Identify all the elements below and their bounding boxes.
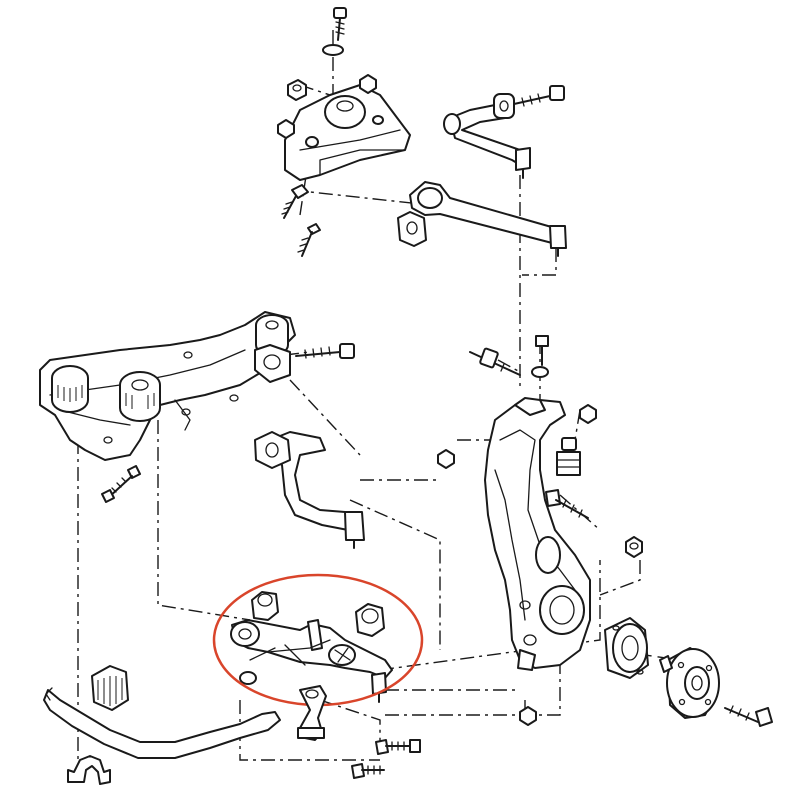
washer <box>531 366 549 378</box>
ball-stud <box>344 511 365 541</box>
guide-line <box>522 248 557 276</box>
guide-line <box>385 650 561 716</box>
ball-joint-dome <box>324 95 366 129</box>
guide-line <box>239 700 380 761</box>
bushing <box>254 431 291 469</box>
subframe <box>39 311 296 461</box>
wheel-hub <box>659 647 720 719</box>
bolt-hole <box>372 115 384 125</box>
hex-nut <box>287 79 307 101</box>
wheel-bearing <box>604 617 649 679</box>
hex-nut <box>277 119 295 139</box>
top-bolt <box>333 7 347 41</box>
upper-control-arm-front <box>443 85 565 179</box>
bushing <box>251 591 279 621</box>
ball-stud <box>549 225 567 249</box>
guide-line <box>559 494 601 531</box>
bolt <box>469 347 521 376</box>
ball-stud <box>515 147 531 171</box>
arm-bushing-eye <box>230 621 260 647</box>
pinch-bolt <box>556 437 581 476</box>
hub-bore <box>539 585 585 635</box>
bolt <box>281 184 309 219</box>
lower-control-arm <box>230 591 393 703</box>
guide-line <box>349 499 441 650</box>
guide-line <box>379 560 601 671</box>
stabilizer-bushing <box>91 665 129 711</box>
assembly-guide-lines <box>77 30 681 761</box>
guide-line <box>497 359 521 373</box>
upper-control-arm-rear <box>397 181 567 257</box>
trailing-arm <box>254 431 365 549</box>
bolt <box>351 763 385 779</box>
guide-line <box>291 189 431 206</box>
hex-nut <box>437 449 455 469</box>
bolt <box>297 223 321 257</box>
subframe-mount <box>51 365 89 413</box>
subframe-mount <box>119 371 161 422</box>
axle-bolt <box>724 705 773 727</box>
bolt <box>295 343 355 359</box>
hex-nut <box>625 536 643 558</box>
bracket <box>254 344 291 383</box>
stabilizer-clamp <box>67 755 111 785</box>
guide-line <box>289 379 361 456</box>
bolt <box>545 489 589 519</box>
bolt <box>101 465 141 503</box>
knuckle-eye <box>535 536 561 574</box>
stabilizer-bar <box>43 687 281 759</box>
bushing <box>355 603 385 637</box>
guide-line <box>599 560 641 596</box>
stabilizer-link <box>297 685 327 741</box>
bolt-hole <box>305 136 319 148</box>
hex-nut <box>579 404 597 424</box>
ball-stud <box>371 672 387 695</box>
hex-nut <box>359 74 377 94</box>
bolt <box>531 335 549 378</box>
mount-bracket <box>284 84 411 181</box>
washer <box>322 44 344 56</box>
bushing <box>397 211 427 247</box>
bolt <box>513 85 565 107</box>
bushing <box>493 93 515 119</box>
washer <box>239 671 257 685</box>
bolt <box>375 739 421 755</box>
hex-nut <box>519 706 537 726</box>
guide-line <box>319 699 381 750</box>
guide-line <box>157 420 251 621</box>
upper-strut-mount <box>277 7 411 257</box>
steering-knuckle <box>484 397 591 671</box>
